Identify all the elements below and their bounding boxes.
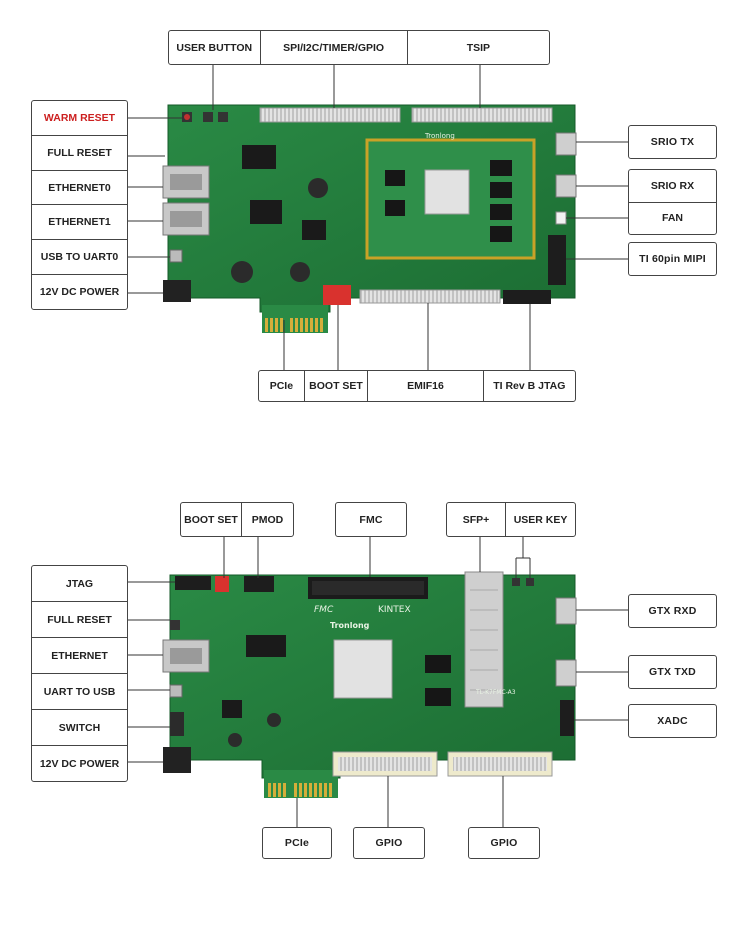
top-ic-1	[242, 145, 276, 169]
bottom-switch	[170, 712, 184, 736]
label-uart-to-usb: UART TO USB	[32, 674, 127, 710]
top-inductor-3	[290, 262, 310, 282]
top-srio-tx-port	[555, 132, 577, 156]
bottom-user-key-1	[512, 578, 520, 586]
label-emif16: EMIF16	[368, 371, 484, 401]
top-jtag-header	[503, 290, 551, 304]
bottom-leader-lines	[128, 537, 628, 827]
label-fan: FAN	[662, 212, 683, 225]
label-12v-dc-power: 12V DC POWER	[39, 286, 120, 299]
label-ethernet1: ETHERNET1	[32, 205, 127, 241]
bottom-labels-boot-pmod: BOOT SET PMOD	[180, 502, 294, 537]
bottom-pcie-fingers	[268, 783, 332, 797]
top-boot-switch	[323, 285, 351, 305]
top-inductor-2	[231, 261, 253, 283]
bottom-silk-brand: Tronlong	[330, 621, 370, 630]
bottom-silk-fmc: FMC	[314, 605, 334, 615]
label-ti-60pin-mipi: TI 60pin MIPI	[628, 242, 717, 276]
top-labels-left: WARM RESET FULL RESET ETHERNET0 ETHERNET…	[31, 100, 128, 310]
top-pcie-fingers	[265, 318, 323, 332]
label-gtx-rxd: GTX RXD	[628, 594, 717, 628]
top-fan-connector	[555, 211, 567, 225]
bottom-reset-button	[170, 620, 180, 630]
label-srio-tx: SRIO TX	[628, 125, 717, 159]
label-warm-reset: WARM RESET	[32, 101, 127, 136]
top-labels-top: USER BUTTON SPI/I2C/TIMER/GPIO TSIP	[168, 30, 550, 65]
top-button-user2	[218, 112, 228, 122]
label-switch: SWITCH	[32, 710, 127, 746]
bottom-labels-left: JTAG FULL RESET ETHERNET UART TO USB SWI…	[31, 565, 128, 782]
label-boot-set-bottom: BOOT SET	[181, 503, 242, 536]
label-gtx-txd: GTX TXD	[628, 655, 717, 689]
top-header-tsip	[411, 107, 553, 123]
top-silk-brand: Tronlong	[424, 132, 455, 140]
label-pcie-top: PCIe	[259, 371, 305, 401]
label-pmod: PMOD	[251, 513, 284, 526]
label-usb-to-uart0: USB TO UART0	[32, 240, 127, 276]
bottom-silk-chip: KINTEX	[378, 605, 411, 615]
bottom-gtx-rxd-port	[555, 597, 577, 625]
top-usb-port	[169, 249, 183, 263]
bottom-pmod-header	[244, 576, 274, 592]
bottom-dc-jack	[163, 747, 191, 773]
bottom-sfp-cage	[464, 571, 504, 708]
top-ic-3	[302, 220, 326, 240]
top-inductor-1	[308, 178, 328, 198]
label-ethernet: ETHERNET	[32, 638, 127, 674]
bottom-user-key-2	[526, 578, 534, 586]
label-user-key: USER KEY	[513, 513, 568, 526]
label-12v-dc-power-bottom: 12V DC POWER	[39, 757, 120, 770]
bottom-boot-switch	[215, 576, 229, 592]
top-header-spi	[259, 107, 401, 123]
bottom-fpga	[333, 639, 393, 699]
label-ti-rev-b-jtag: TI Rev B JTAG	[493, 380, 566, 392]
label-spi-i2c-timer-gpio: SPI/I2C/TIMER/GPIO	[261, 31, 408, 64]
top-labels-bottom: PCIe BOOT SET EMIF16 TI Rev B JTAG	[258, 370, 576, 402]
label-boot-set-top: BOOT SET	[305, 371, 369, 401]
top-leader-lines	[128, 65, 628, 370]
label-srio-rx: SRIO RX	[629, 170, 716, 203]
bottom-gtx-txd-port	[555, 659, 577, 687]
label-pcie-bottom: PCIe	[262, 827, 332, 859]
top-labels-right-pair: SRIO RX FAN	[628, 169, 717, 235]
label-full-reset-bottom: FULL RESET	[32, 602, 127, 638]
label-tsip: TSIP	[466, 41, 491, 54]
label-gpio-1: GPIO	[353, 827, 425, 859]
top-srio-rx-port	[555, 174, 577, 198]
label-jtag: JTAG	[32, 566, 127, 602]
bottom-board: FMC KINTEX Tronlong TL-K7FMC-A3	[162, 571, 577, 798]
label-sfp-plus: SFP+	[447, 503, 507, 536]
top-som-processor	[424, 169, 470, 215]
top-board: Tronlong	[162, 104, 577, 333]
label-fmc: FMC	[335, 502, 407, 537]
label-full-reset: FULL RESET	[32, 136, 127, 171]
bottom-jtag-header	[175, 576, 211, 590]
top-emif16-header	[359, 289, 501, 304]
bottom-usb-port	[169, 684, 183, 698]
top-ic-2	[250, 200, 282, 224]
top-dc-jack	[163, 280, 191, 302]
label-ethernet0: ETHERNET0	[32, 171, 127, 206]
label-xadc: XADC	[628, 704, 717, 738]
bottom-labels-sfp-userkey: SFP+ USER KEY	[446, 502, 576, 537]
bottom-xadc-header	[560, 700, 574, 736]
top-mipi-connector	[548, 235, 566, 285]
label-user-button: USER BUTTON	[169, 31, 261, 64]
top-button-user1	[203, 112, 213, 122]
bottom-silk-model: TL-K7FMC-A3	[475, 689, 516, 696]
label-gpio-2: GPIO	[468, 827, 540, 859]
